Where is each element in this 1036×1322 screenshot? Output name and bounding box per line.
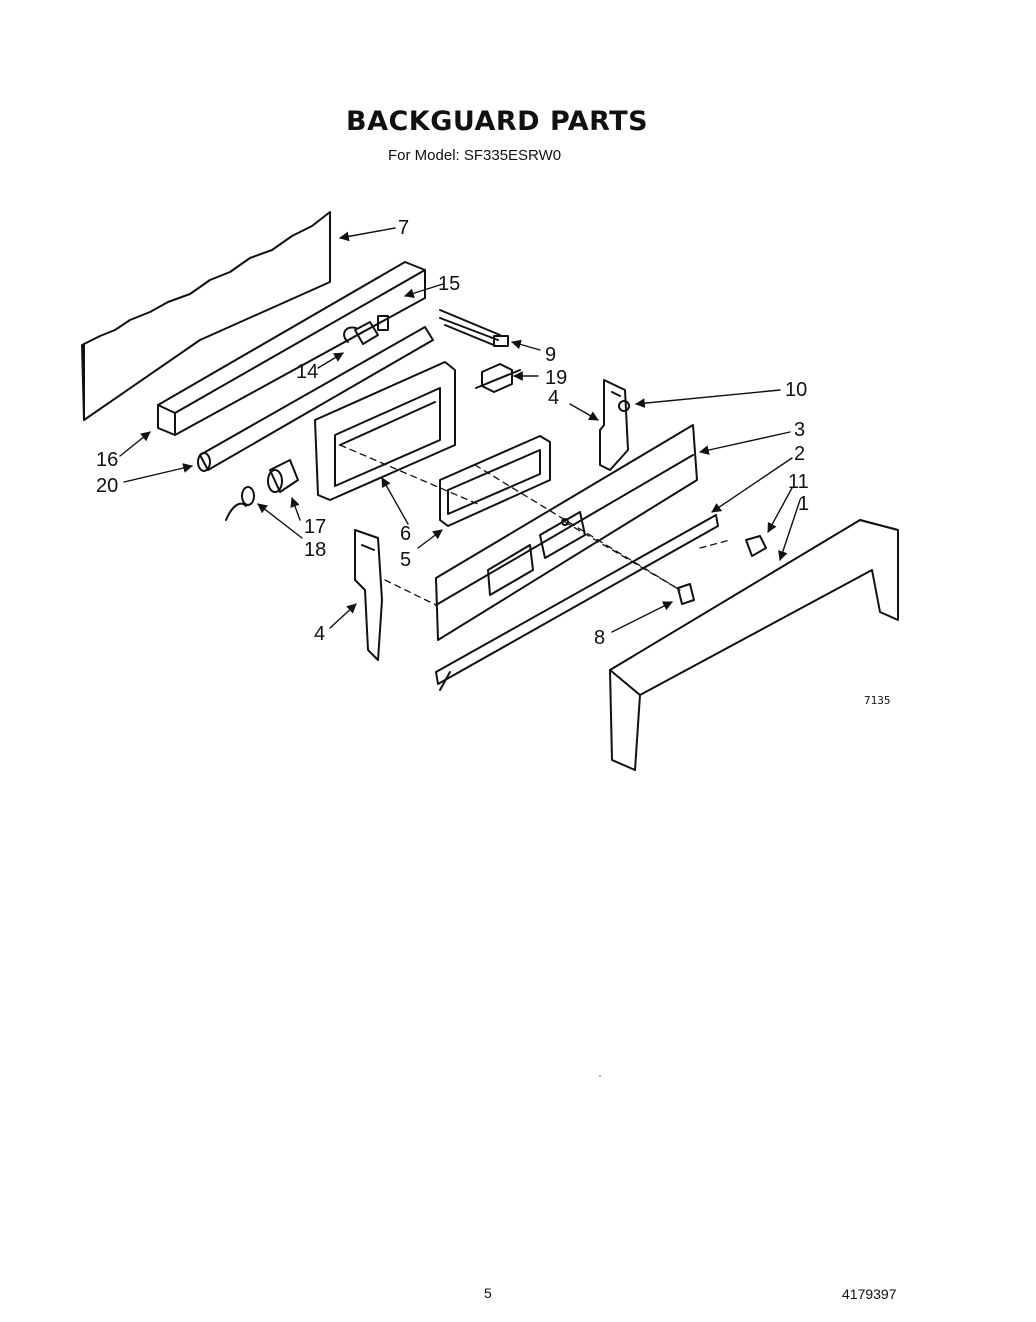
leader-arrows — [119, 227, 801, 633]
callout-8: 8 — [594, 627, 605, 649]
callout-6: 6 — [400, 523, 411, 545]
part-20-fluorescent-tube — [197, 326, 434, 472]
callout-1: 1 — [798, 493, 809, 515]
alignment-lines — [339, 444, 731, 606]
callout-5: 5 — [400, 549, 411, 571]
document-number: 4179397 — [842, 1286, 897, 1302]
callout-19: 19 — [545, 367, 567, 389]
part-4-right-bracket — [599, 379, 629, 471]
callout-4-right: 4 — [548, 387, 559, 409]
callout-17: 17 — [304, 516, 326, 538]
part-2-trim-strip — [435, 514, 719, 691]
callout-2: 2 — [794, 443, 805, 465]
part-15-lamp-clip — [377, 315, 389, 331]
page-number: 5 — [484, 1285, 492, 1301]
part-5-display-window — [439, 435, 551, 527]
callout-15: 15 — [438, 273, 460, 295]
part-9-wire-harness — [439, 309, 509, 347]
callout-16: 16 — [96, 449, 118, 471]
callout-3: 3 — [794, 419, 805, 441]
callout-9: 9 — [545, 344, 556, 366]
part-4-left-bracket — [354, 529, 383, 661]
part-1-end-cap — [609, 519, 899, 771]
callout-18: 18 — [304, 539, 326, 561]
part-19-ballast — [475, 363, 521, 393]
callout-14: 14 — [296, 361, 318, 383]
part-6-window-frame — [314, 361, 456, 501]
callout-labels: 7 15 9 19 10 4 3 2 11 1 14 16 20 17 18 6… — [96, 217, 891, 707]
callout-20: 20 — [96, 475, 118, 497]
diagram-code: 7135 — [864, 694, 891, 707]
callout-4-left: 4 — [314, 623, 325, 645]
part-14-lamp-holder — [343, 321, 379, 345]
part-17-knob — [267, 459, 299, 493]
part-10-bulb — [618, 400, 630, 412]
part-18-dial-ring — [225, 486, 255, 521]
scan-speck — [599, 1075, 601, 1077]
page-title: BACKGUARD PARTS — [346, 106, 649, 137]
part-16-channel — [157, 261, 426, 436]
callout-10: 10 — [785, 379, 807, 401]
part-8-knob — [677, 583, 695, 605]
part-7-rear-panel — [81, 211, 331, 421]
callout-11: 11 — [788, 471, 809, 493]
part-3-control-panel — [435, 424, 698, 641]
callout-7: 7 — [398, 217, 409, 239]
part-11-clip — [745, 535, 767, 557]
model-subtitle: For Model: SF335ESRW0 — [388, 147, 562, 164]
